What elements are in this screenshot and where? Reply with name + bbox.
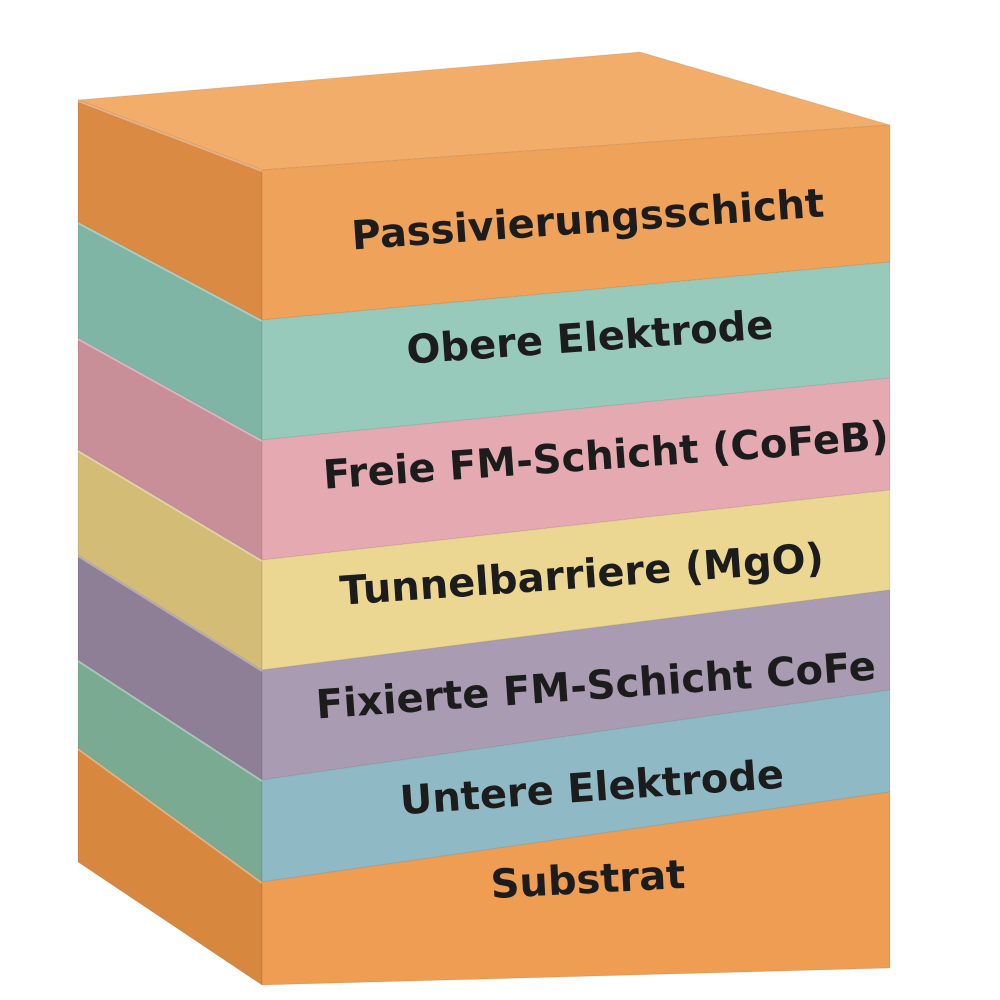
layer-edge-highlight: [77, 748, 263, 884]
layer-edge-highlight: [77, 555, 263, 672]
layer-front-substrate: [261, 791, 891, 986]
layer-edge-highlight: [77, 100, 263, 172]
layer-edge-highlight: [77, 222, 263, 322]
layer-edge-highlight: [77, 450, 263, 562]
layer-edge-highlight: [77, 338, 263, 442]
layer-edge-highlight: [77, 660, 263, 782]
layer-label-substrate: Substrat: [489, 852, 686, 908]
